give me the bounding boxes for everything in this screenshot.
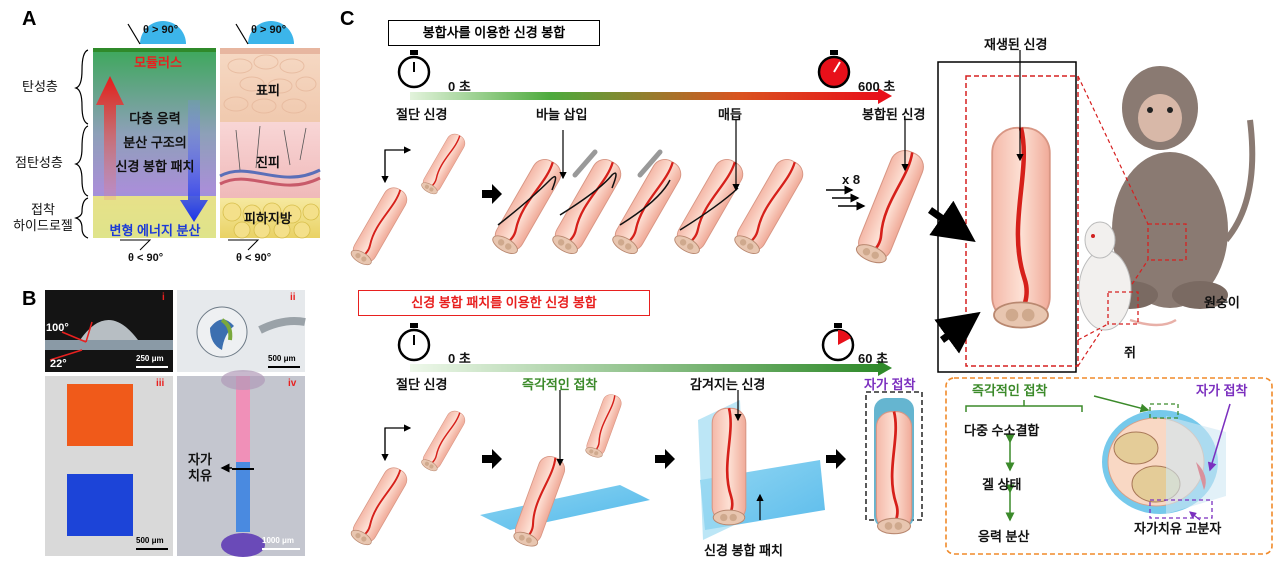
stopwatch-icon (397, 50, 431, 89)
epidermis-layer (220, 48, 320, 122)
time-end-top: 600 초 (858, 79, 896, 94)
fat-label: 피하지방 (244, 211, 292, 226)
scale-label: 250 μm (136, 354, 164, 363)
water-droplet-icon (140, 21, 186, 44)
patch-sheet (480, 485, 650, 530)
step-arrow (655, 449, 675, 469)
patch-text-2: 분산 구조의 (123, 135, 187, 150)
subpanel-iii: iii (156, 378, 165, 389)
step-sutured: 봉합된 신경 (862, 107, 926, 122)
step-arrow (482, 184, 502, 204)
subpanel-i: i (162, 292, 165, 303)
monkey-label: 원숭이 (1204, 295, 1240, 310)
scale-label: 500 μm (268, 354, 296, 363)
contact-angle-label: θ > 90° (251, 24, 287, 36)
step-arrow (826, 449, 846, 469)
panel-letter-a: A (22, 8, 37, 30)
orange-patch (67, 384, 133, 446)
water-droplet-icon (248, 21, 294, 44)
step-cut-top: 절단 신경 (396, 107, 448, 122)
patch-label: 신경 봉합 패치 (704, 543, 783, 558)
step-needle: 바늘 삽입 (536, 107, 588, 122)
regenerated-label: 재생된 신경 (984, 37, 1048, 52)
suture-title: 봉합사를 이용한 신경 봉합 (388, 20, 600, 46)
subpanel-ii: ii (290, 292, 296, 303)
scale-bar (262, 548, 300, 550)
inset-hbond: 다중 수소결합 (964, 423, 1040, 438)
scale-bar (136, 366, 168, 368)
layer-viscoelastic-label: 점탄성층 (15, 155, 63, 170)
angle-100-label: 100° (46, 322, 69, 334)
energy-arrow (180, 100, 208, 222)
epidermis-label: 표피 (256, 83, 280, 98)
step-wrapping: 감겨지는 신경 (690, 377, 766, 392)
step-self-adhesion: 자가 접착 (864, 377, 916, 392)
step-cut-bottom: 절단 신경 (396, 377, 448, 392)
stopwatch-icon (397, 323, 431, 362)
angle-22-label: 22° (50, 358, 67, 370)
panel-letter-c: C (340, 8, 355, 30)
rat-illustration (1078, 221, 1177, 331)
layer-elastic-label: 탄성층 (22, 79, 58, 94)
scale-bar (268, 366, 300, 368)
step-knot: 매듭 (718, 107, 742, 122)
rat-label: 쥐 (1124, 345, 1136, 360)
self-heal-label: 자가 치유 (188, 452, 212, 483)
subpanel-iv: iv (288, 378, 297, 389)
scale-label: 1000 μm (262, 536, 295, 545)
inset-polymer: 자가치유 고분자 (1134, 521, 1222, 536)
inset-gel: 겔 상태 (982, 477, 1022, 492)
patch-text-1: 다층 응력 (129, 111, 181, 126)
modulus-label: 모듈러스 (134, 55, 182, 70)
step-instant: 즉각적인 접착 (522, 377, 598, 392)
time-start-bottom: 0 초 (448, 351, 471, 366)
inset-stress: 응력 분산 (978, 529, 1030, 544)
patch-text-3: 신경 봉합 패치 (115, 159, 195, 174)
modulus-arrow (96, 76, 124, 200)
patch-title: 신경 봉합 패치를 이용한 신경 봉합 (358, 290, 650, 316)
contact-angle-label: θ < 90° (128, 252, 164, 264)
inset-instant: 즉각적인 접착 (972, 383, 1048, 398)
step-arrow (482, 449, 502, 469)
inset-self: 자가 접착 (1196, 383, 1248, 398)
timeline-top (410, 92, 880, 100)
layer-adhesive-label: 접착 하이드로젤 (13, 202, 73, 233)
time-start-top: 0 초 (448, 79, 471, 94)
contact-angle-label: θ < 90° (236, 252, 272, 264)
repeat-label: x 8 (842, 172, 861, 187)
stopwatch-red-icon (817, 50, 851, 89)
dermis-label: 진피 (256, 155, 280, 170)
stopwatch-icon (821, 323, 855, 362)
strain-energy-label: 변형 에너지 분산 (109, 223, 201, 238)
panel-letter-b: B (22, 288, 37, 310)
timeline-bottom (410, 364, 880, 372)
scale-bar (136, 548, 168, 550)
time-end-bottom: 60 초 (858, 351, 889, 366)
scale-label: 500 μm (136, 536, 164, 545)
blue-patch (67, 474, 133, 536)
monkey-illustration (1102, 66, 1256, 309)
contact-angle-label: θ > 90° (143, 24, 179, 36)
mechanism-inset (945, 377, 1273, 555)
